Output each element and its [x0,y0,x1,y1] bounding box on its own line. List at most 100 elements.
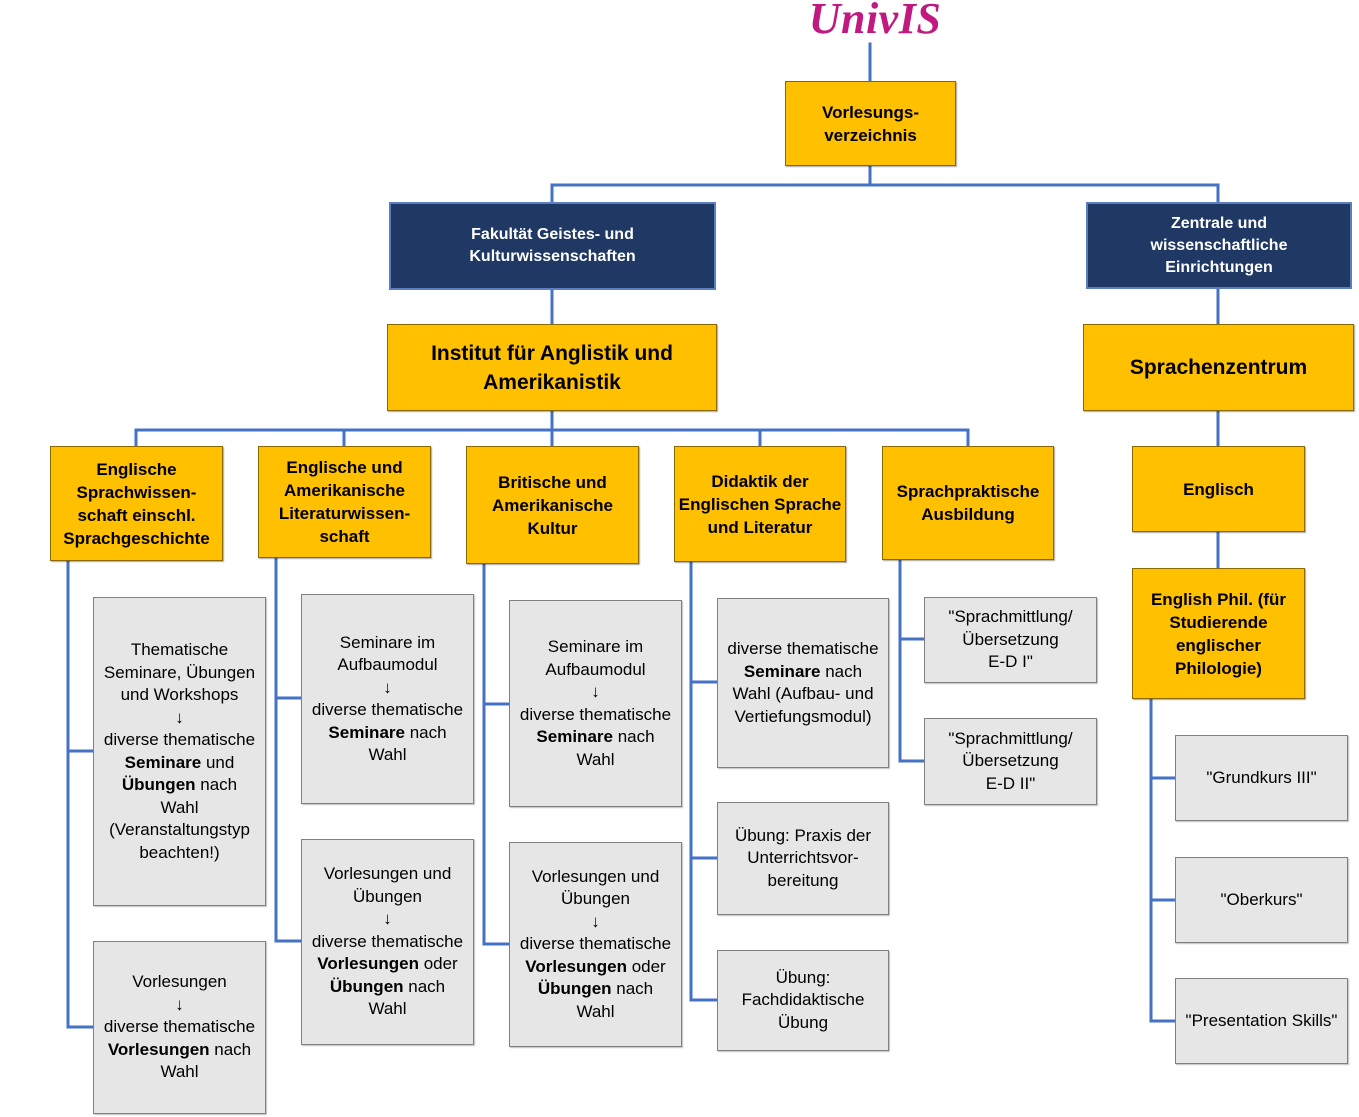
card-line: Wahl [368,999,407,1019]
card-line: Seminare, Übungen [103,662,256,682]
card-line: Wahl (Aufbau- und [732,684,874,703]
card-line: Übersetzung [962,629,1059,649]
card-oberkurs: "Oberkurs" [1175,857,1348,943]
card-text: nach [611,979,654,999]
englisch-box: Englisch [1132,446,1305,532]
sprachenzentrum-box: Sprachenzentrum [1083,324,1354,411]
dept-line: Ausbildung [921,505,1015,524]
dept-line: Englischen Sprache [678,494,842,514]
fakultaet-line-1: Fakultät Geistes- und [471,226,634,243]
dept-didaktik-box: Didaktik der Englischen Sprache und Lite… [674,446,846,562]
institut-box: Institut für Anglistik und Amerikanistik [387,324,717,411]
card-line: Übung: Praxis der [734,825,872,845]
card-lit-vorlesungen: Vorlesungen und Übungen ↓ diverse themat… [301,839,474,1045]
connector-didaktik-cards [689,560,720,1002]
card-text: nach [195,775,238,794]
arrow-down-icon: ↓ [175,707,184,727]
card-kultur-seminare: Seminare im Aufbaumodul ↓ diverse themat… [509,600,682,807]
connector-englishphil-cards [1149,696,1178,1023]
card-line: (Veranstaltungstyp [109,820,250,839]
institut-line-1: Institut für Anglistik und [431,341,673,365]
connector-sprachwiss-cards [66,559,96,1029]
arrow-down-icon: ↓ [383,909,392,929]
vorlesungsverzeichnis-box: Vorlesungs- verzeichnis [785,81,956,166]
connector-lit-cards [274,556,304,943]
card-didaktik-fach: Übung: Fachdidaktische Übung [717,950,889,1051]
card-sprachmittlung-1: "Sprachmittlung/ Übersetzung E-D I" [924,597,1097,683]
card-didaktik-praxis: Übung: Praxis der Unterrichtsvor- bereit… [717,802,889,915]
dept-line: Amerikanische [492,495,613,515]
dept-line: Britische und [498,472,607,492]
zentrale-line-3: Einrichtungen [1165,258,1273,276]
card-line: Vorlesungen oder [312,953,463,976]
zentrale-line-1: Zentrale und [1170,214,1267,232]
dept-line: Amerikanische [284,481,405,500]
card-line: Übung [777,1012,829,1032]
card-grundkurs: "Grundkurs III" [1175,735,1348,821]
card-lit-seminare: Seminare im Aufbaumodul ↓ diverse themat… [301,594,474,804]
card-line: Thematische [130,640,229,659]
dept-kultur-box: Britische und Amerikanische Kultur [466,446,639,564]
arrow-down-icon: ↓ [383,677,392,697]
card-line: diverse thematische [519,704,672,724]
card-line: diverse thematische [727,639,879,658]
card-bold: Vorlesungen [525,956,627,976]
card-line: Übungen nach [312,976,463,999]
card-line: Seminare und [104,752,255,775]
dept-line: Englische und [286,458,403,477]
card-line: und Workshops [120,685,239,704]
univis-logo: UnivIS [790,0,960,44]
card-line: Aufbaumodul [545,659,646,679]
arrow-down-icon: ↓ [175,994,184,1014]
card-line: Vertiefungsmodul) [734,706,872,726]
sprachenzentrum-line-1: Sprachenzentrum [1129,356,1308,379]
dept-line: Kultur [527,518,578,538]
card-line: Wahl [576,749,615,769]
vorlesungsverzeichnis-line-1: Vorlesungs- [822,102,919,122]
dept-line: Sprachpraktische [896,482,1040,501]
card-line: Vorlesungen [132,972,227,992]
englisch-line-1: Englisch [1183,479,1254,499]
card-text: nach [612,727,655,746]
card-line: "Sprachmittlung/ [948,728,1073,748]
card-text: oder [418,954,458,974]
english-phil-line: Studierende [1169,612,1268,632]
arrow-down-icon: ↓ [591,911,600,931]
card-bold: Übungen [329,976,404,996]
card-line: Aufbaumodul [337,655,438,674]
card-sprachwiss-seminare: Thematische Seminare, Übungen und Worksh… [93,597,266,906]
card-didaktik-seminare: diverse thematische Seminare nach Wahl (… [717,598,889,768]
vorlesungsverzeichnis-line-2: verzeichnis [824,125,917,145]
zentrale-line-2: wissenschaftliche [1150,236,1288,254]
english-phil-box: English Phil. (für Studierende englische… [1132,568,1305,699]
card-sprachmittlung-2: "Sprachmittlung/ Übersetzung E-D II" [924,718,1097,805]
card-bold: Vorlesungen [107,1039,210,1059]
dept-line: schaft [319,527,370,546]
card-line: "Sprachmittlung/ [948,607,1073,627]
card-line: Wahl [576,1001,615,1021]
zentrale-box: Zentrale und wissenschaftliche Einrichtu… [1086,202,1352,289]
connector-sprachpraxis-cards [898,558,927,763]
card-line: "Grundkurs III" [1206,767,1317,787]
card-line: Vorlesungen und [323,864,452,884]
card-line: Wahl [160,797,199,817]
fakultaet-line-2: Kulturwissenschaften [469,248,636,265]
card-bold: Übungen [121,775,196,794]
card-line: Wahl [160,1062,199,1082]
card-text: nach [403,976,446,996]
dept-line: Literaturwissen- [278,504,411,523]
connector-root-branches [550,164,1220,205]
card-line: bereitung [767,870,839,890]
card-line: "Oberkurs" [1220,889,1303,909]
card-bold: Vorlesungen [317,954,419,974]
card-line: beachten!) [139,842,220,862]
card-line: E-D I" [988,652,1033,672]
card-line: Übersetzung [962,751,1059,771]
card-bold: Seminare [536,727,613,746]
card-line: "Presentation Skills" [1185,1010,1338,1030]
card-line: diverse thematische [103,1017,256,1037]
card-text: und [201,752,235,772]
card-line: Übungen nach [520,978,671,1001]
card-bold: Übungen [537,979,612,999]
english-phil-line: englischer [1175,635,1262,655]
